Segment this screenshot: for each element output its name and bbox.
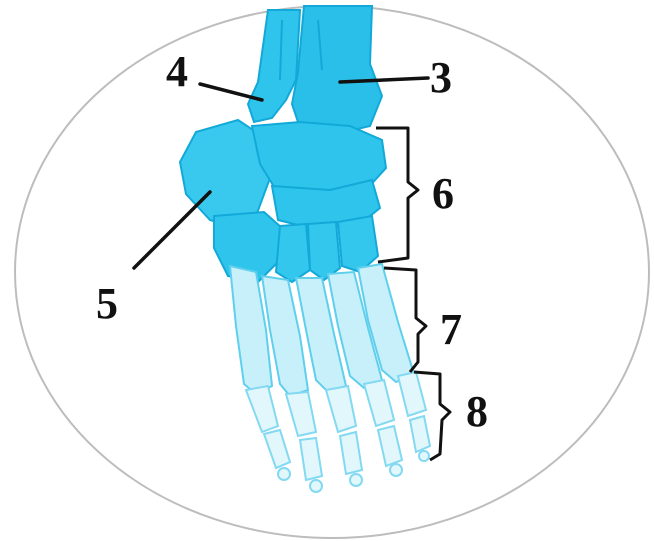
phalanx-5-distal <box>410 416 430 452</box>
tarsal-bones <box>180 120 386 282</box>
leader-line-5 <box>134 192 210 268</box>
phalanx-2-distal <box>300 438 322 480</box>
label-8: 8 <box>466 387 488 436</box>
label-7: 7 <box>440 305 462 354</box>
leg-bones <box>248 6 382 134</box>
phalanx-4-proximal <box>364 380 394 426</box>
cuneiform-bone-2 <box>308 222 340 280</box>
phalanx-1-distal <box>264 430 290 468</box>
label-6: 6 <box>432 169 454 218</box>
metatarsal-bones <box>230 264 414 396</box>
phalanx-3-proximal <box>326 386 356 432</box>
label-3: 3 <box>430 53 452 102</box>
phalanx-1-proximal <box>246 386 278 432</box>
label-5: 5 <box>96 279 118 328</box>
phalanx-bones <box>246 372 430 492</box>
cuneiform-bone-3 <box>338 216 378 272</box>
phalanx-2-proximal <box>286 392 316 436</box>
label-4: 4 <box>166 47 188 96</box>
cuneiform-bone-1 <box>276 224 310 282</box>
tibia-bone <box>292 6 382 134</box>
phalanx-5-proximal <box>398 372 426 416</box>
phalanx-4-distal <box>378 426 402 466</box>
phalanx-3-distal <box>340 432 362 474</box>
